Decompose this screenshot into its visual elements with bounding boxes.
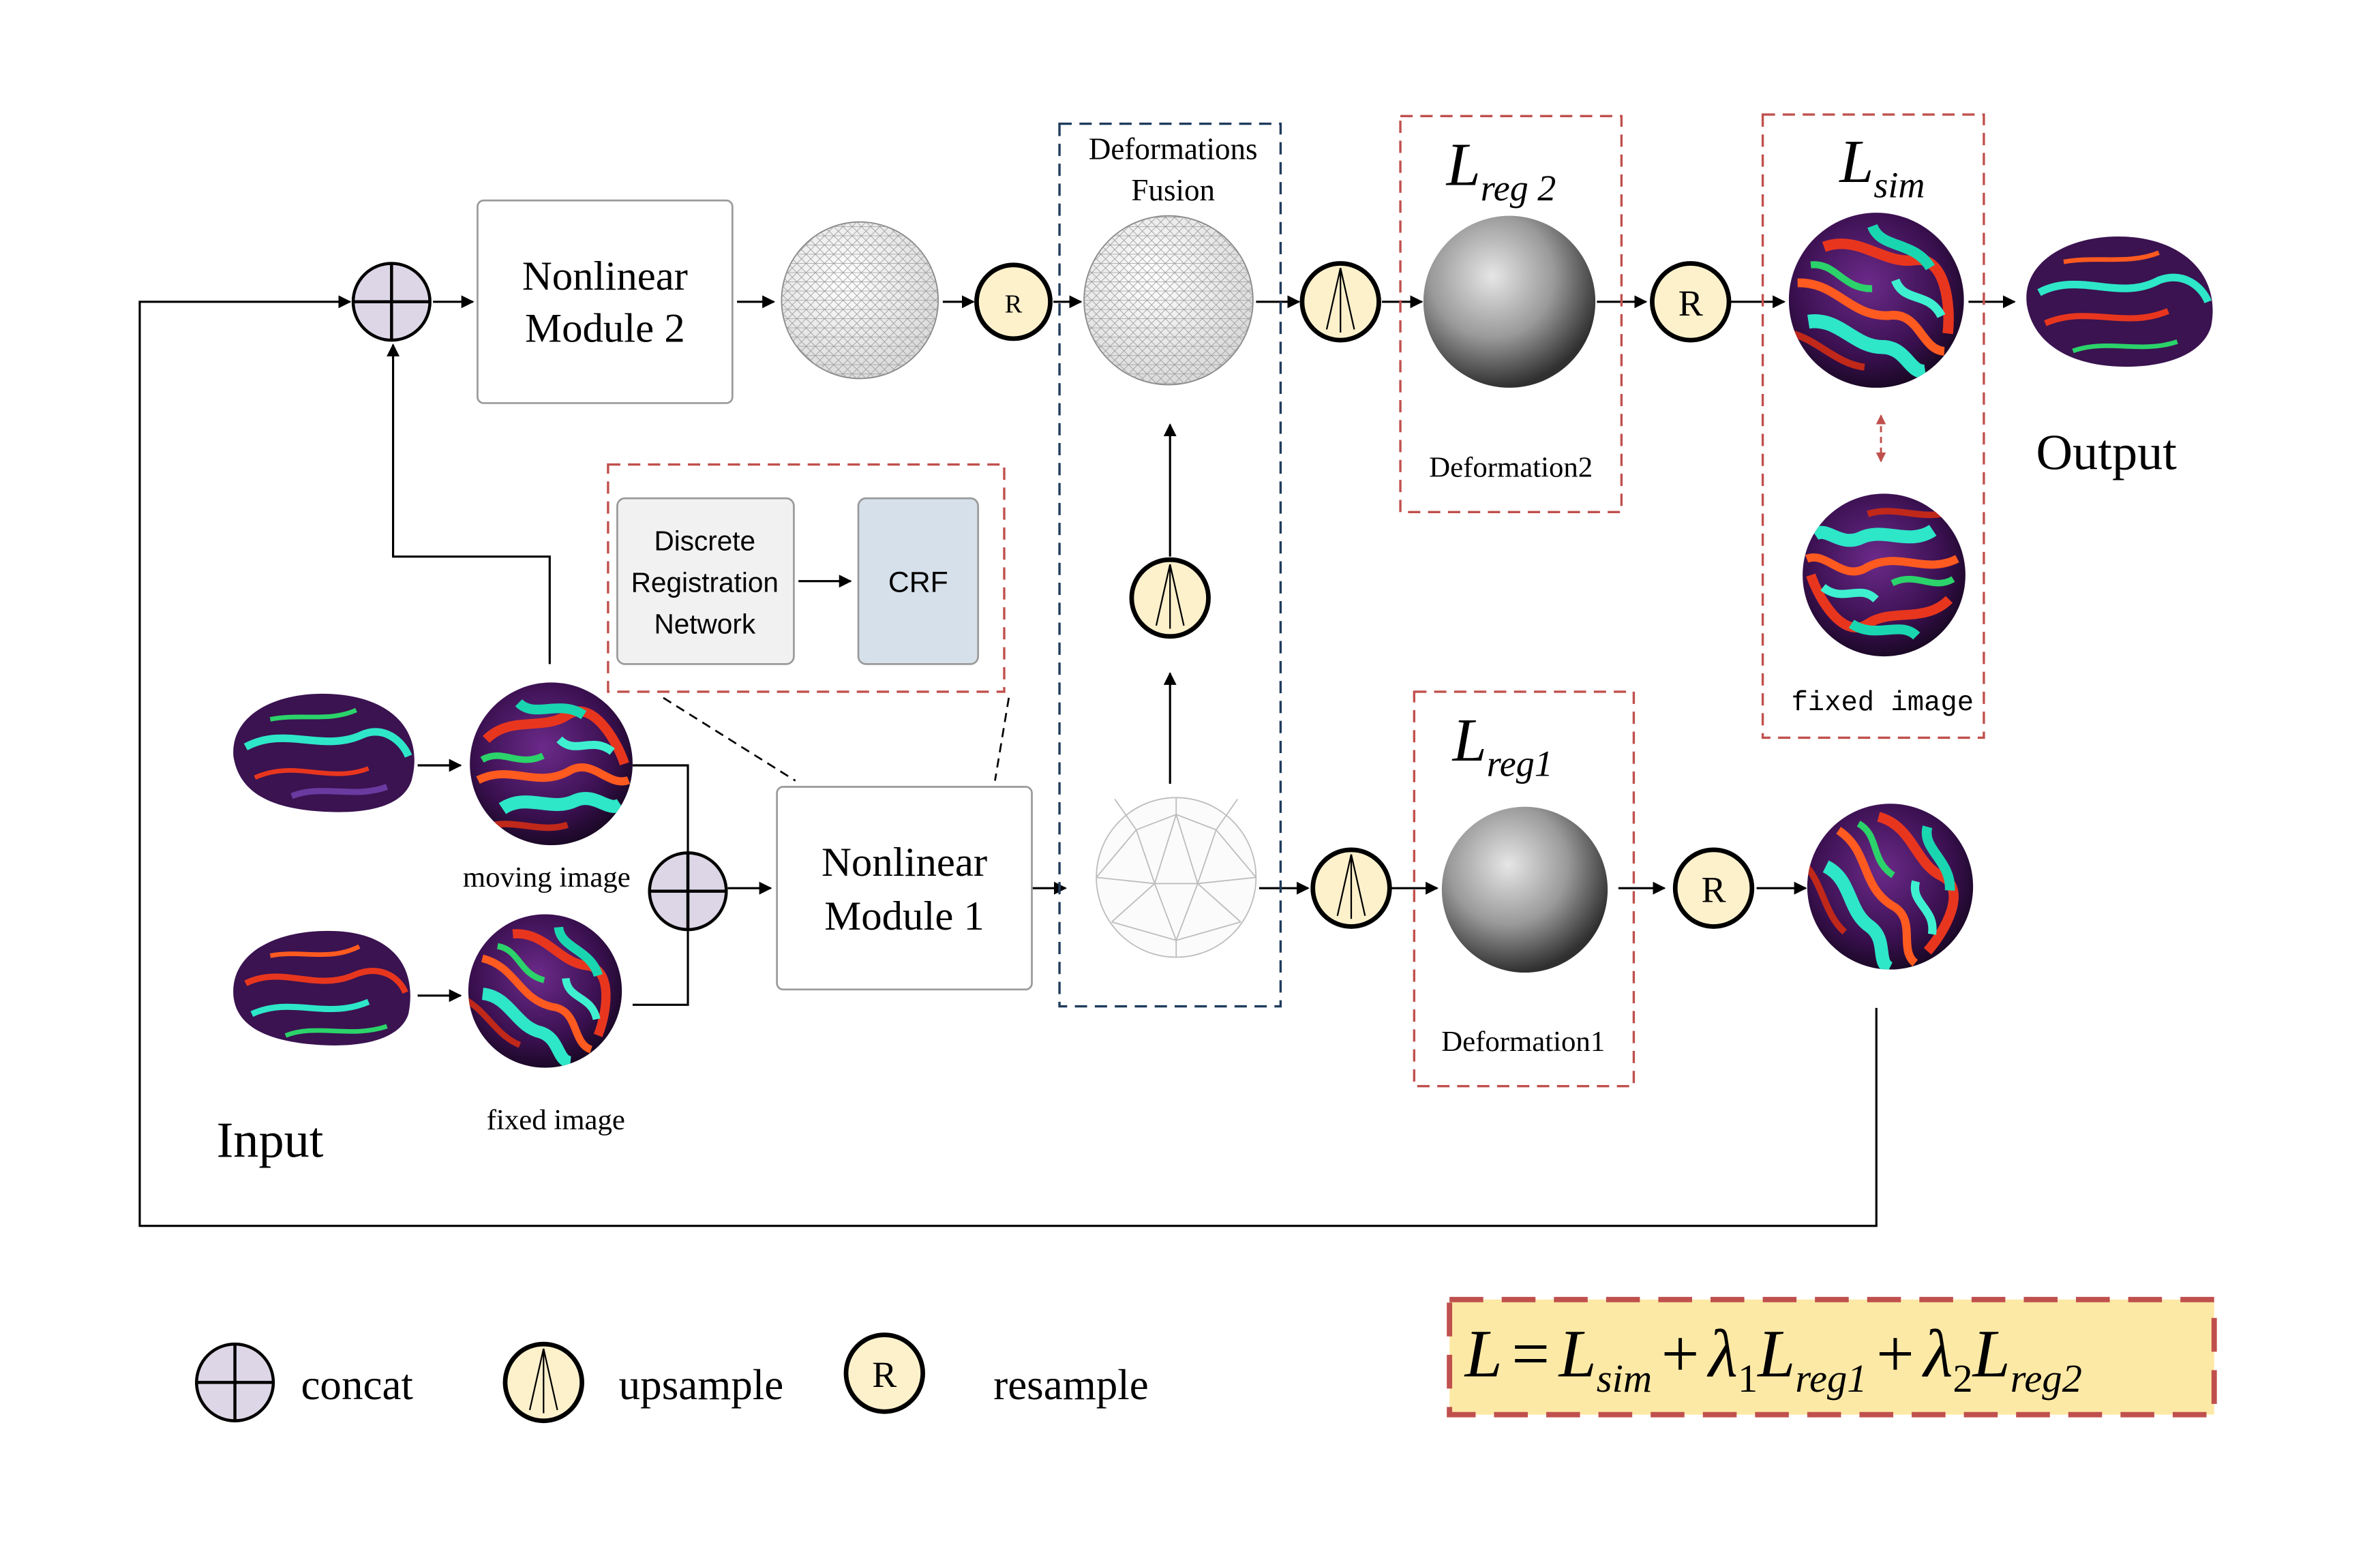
discrete-registration-network-box: [616, 497, 795, 665]
input-label: Input: [217, 1112, 324, 1168]
resample-icon: R: [1672, 847, 1755, 929]
discrete-group-box: [607, 463, 1006, 693]
fixed-image-sim-label: fixed image: [1791, 688, 1974, 719]
loss-formula-box: [1447, 1296, 2217, 1418]
upsample-icon: [1310, 847, 1392, 929]
deformation2-label: Deformation2: [1429, 452, 1593, 484]
sphere-mesh-coarse: [1096, 797, 1257, 958]
deformation2-group-box: [1399, 114, 1623, 514]
legend-concat-label: concat: [301, 1361, 413, 1409]
resample-icon: R: [1650, 261, 1732, 343]
fusion-label-line1: Deformations: [1089, 132, 1258, 166]
loss-formula: L=Lsim+λ1Lreg1+λ2Lreg2: [1447, 1296, 2217, 1418]
deformation2-sphere: [1423, 215, 1596, 388]
connectors: [138, 295, 2016, 1227]
brain-surface-moving: [233, 693, 415, 812]
upsample-icon: [1299, 261, 1381, 343]
feature-map-sphere-fixed-target: [1803, 493, 1965, 657]
discrete-line2: Registration: [631, 566, 779, 598]
legend-upsample-icon: [502, 1341, 584, 1424]
moving-image-label: moving image: [463, 861, 631, 893]
deformation1-label: Deformation1: [1441, 1026, 1605, 1058]
loss-reg2-label: Lreg 2: [1445, 132, 1556, 209]
legend-resample-label: resample: [993, 1361, 1149, 1409]
loss-sim-label: Lsim: [1838, 128, 1925, 206]
brain-surface-output: [2026, 236, 2213, 367]
upsample-icon: [1129, 557, 1211, 639]
loss-reg1-label: Lreg1: [1451, 707, 1553, 784]
svg-text:R: R: [1678, 283, 1703, 324]
nonlinear-module-2-box: [477, 199, 734, 404]
nonlinear-module-1-line2: Module 1: [824, 893, 984, 939]
brain-surface-fixed: [233, 930, 410, 1045]
legend-concat-icon: [195, 1342, 275, 1422]
output-label: Output: [2036, 425, 2177, 480]
legend: concat upsample R resample: [195, 1332, 1149, 1424]
loss-formula-text: L=Lsim+λ1Lreg1+λ2Lreg2: [1464, 1317, 2082, 1401]
feature-map-sphere-result: [1807, 804, 1983, 988]
svg-text:R: R: [1005, 290, 1023, 319]
sphere-mesh-fusion: [1083, 215, 1254, 386]
feature-map-sphere-moving: [470, 682, 633, 846]
fusion-group-box: [1058, 122, 1282, 1008]
nonlinear-module-2-line1: Nonlinear: [522, 254, 688, 299]
crf-label: CRF: [888, 566, 948, 598]
concat-icon: [648, 851, 728, 932]
nonlinear-module-1-line1: Nonlinear: [822, 840, 987, 885]
feedback-loop-line: [138, 295, 1878, 1227]
legend-upsample-label: upsample: [619, 1361, 784, 1409]
discrete-line3: Network: [654, 608, 755, 639]
sphere-mesh-nm2: [781, 221, 939, 380]
discrete-line1: Discrete: [654, 525, 755, 557]
fusion-label-line2: Fusion: [1131, 173, 1215, 207]
nonlinear-module-1-box: [776, 786, 1033, 991]
crf-box: [857, 497, 980, 665]
legend-resample-icon: R: [843, 1332, 925, 1414]
feature-map-sphere-sim: [1788, 207, 1964, 388]
concat-icon: [351, 262, 432, 342]
deformation1-group-box: [1413, 690, 1636, 1088]
deformation1-sphere: [1441, 806, 1608, 973]
fixed-image-label: fixed image: [487, 1104, 625, 1136]
svg-text:R: R: [1701, 869, 1726, 910]
svg-text:R: R: [872, 1354, 897, 1395]
similarity-group-box: [1761, 113, 1985, 739]
resample-icon: R: [974, 262, 1053, 341]
feature-map-sphere-fixed: [453, 914, 638, 1084]
discrete-connector: [663, 697, 1010, 782]
nonlinear-module-2-line2: Module 2: [525, 305, 685, 351]
